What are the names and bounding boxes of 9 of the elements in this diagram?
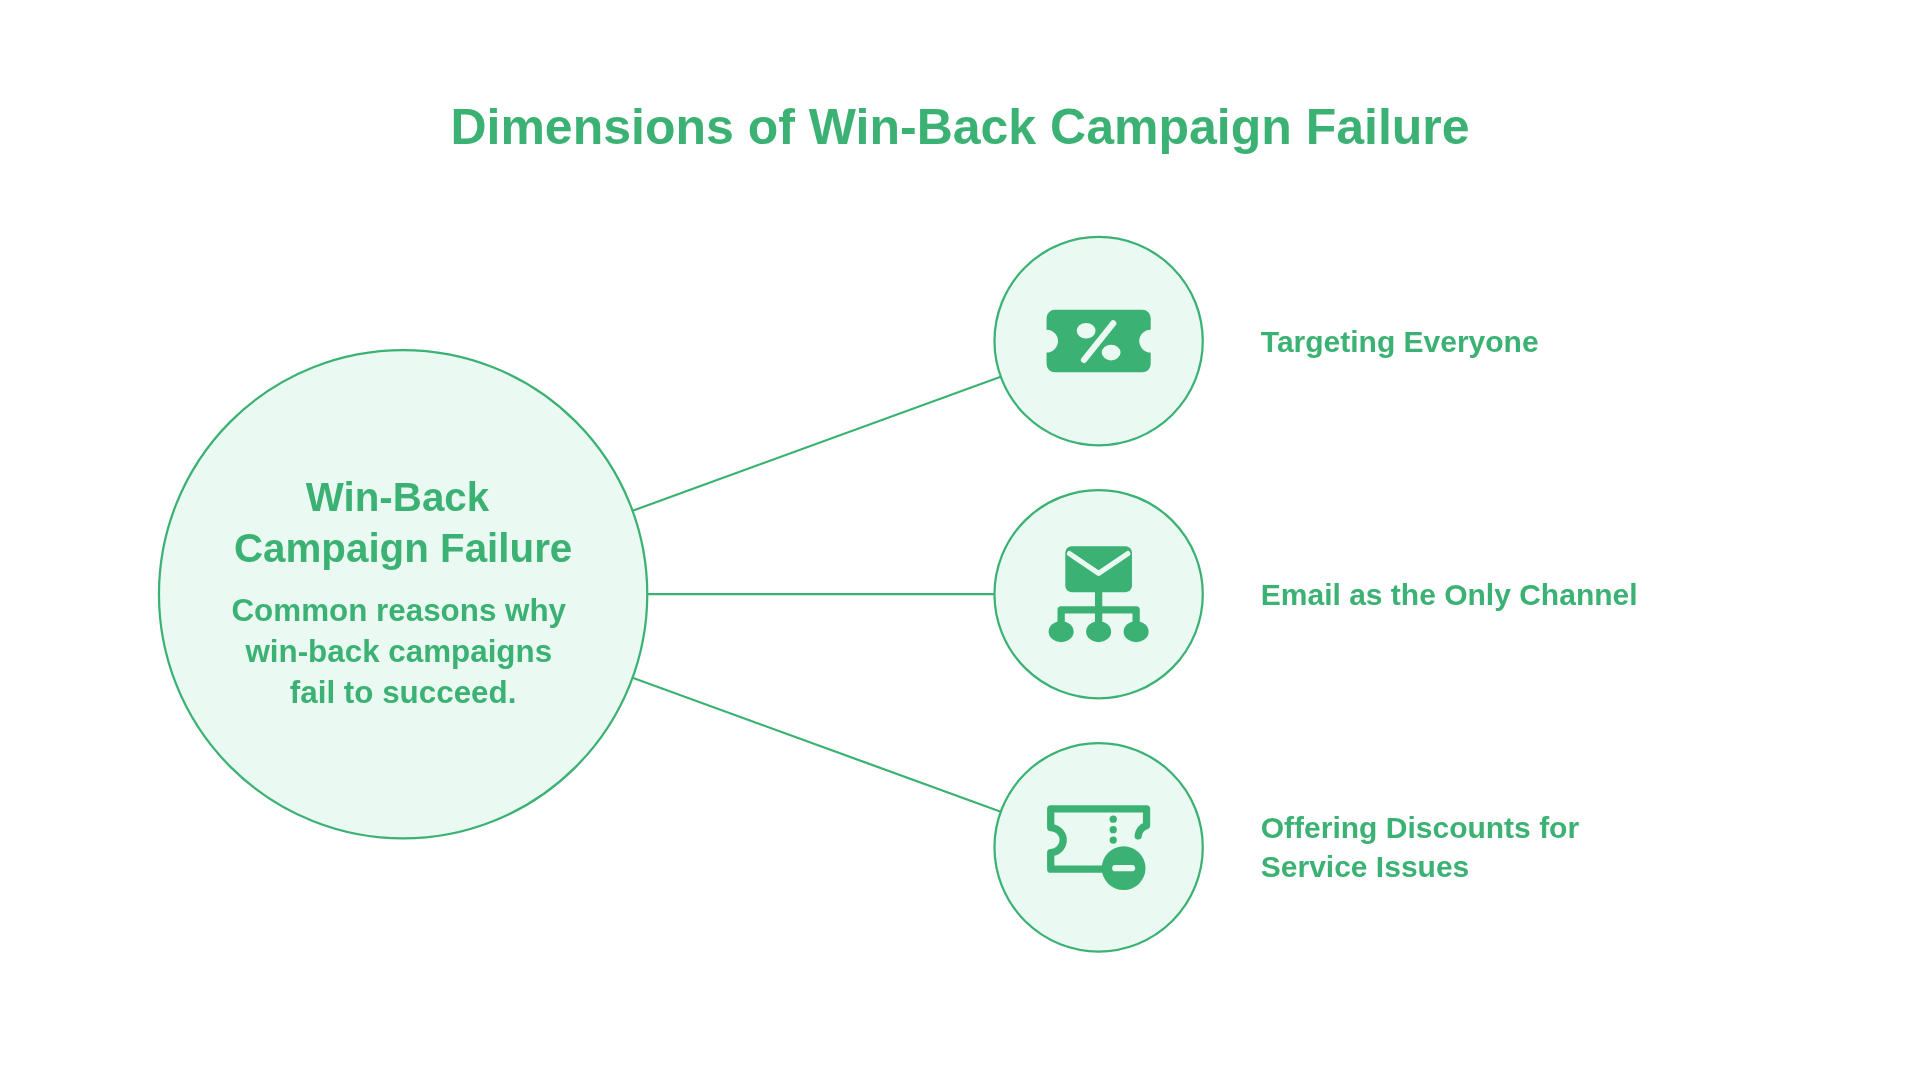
connector-line [647,592,995,596]
node-caption: Targeting Everyone [1260,323,1539,360]
node-caption: Offering Discounts for Service Issues [1260,810,1581,886]
connector-line [632,375,1002,512]
title: Dimensions of Win-Back Campaign Failure [450,98,1470,156]
node-caption: Email as the Only Channel [1260,576,1638,613]
connector-line [632,676,1002,813]
node-description: Common reasons why win-back campaigns fail to succeed. [230,592,568,712]
node-heading: Win-Back Campaign Failure [232,473,574,573]
